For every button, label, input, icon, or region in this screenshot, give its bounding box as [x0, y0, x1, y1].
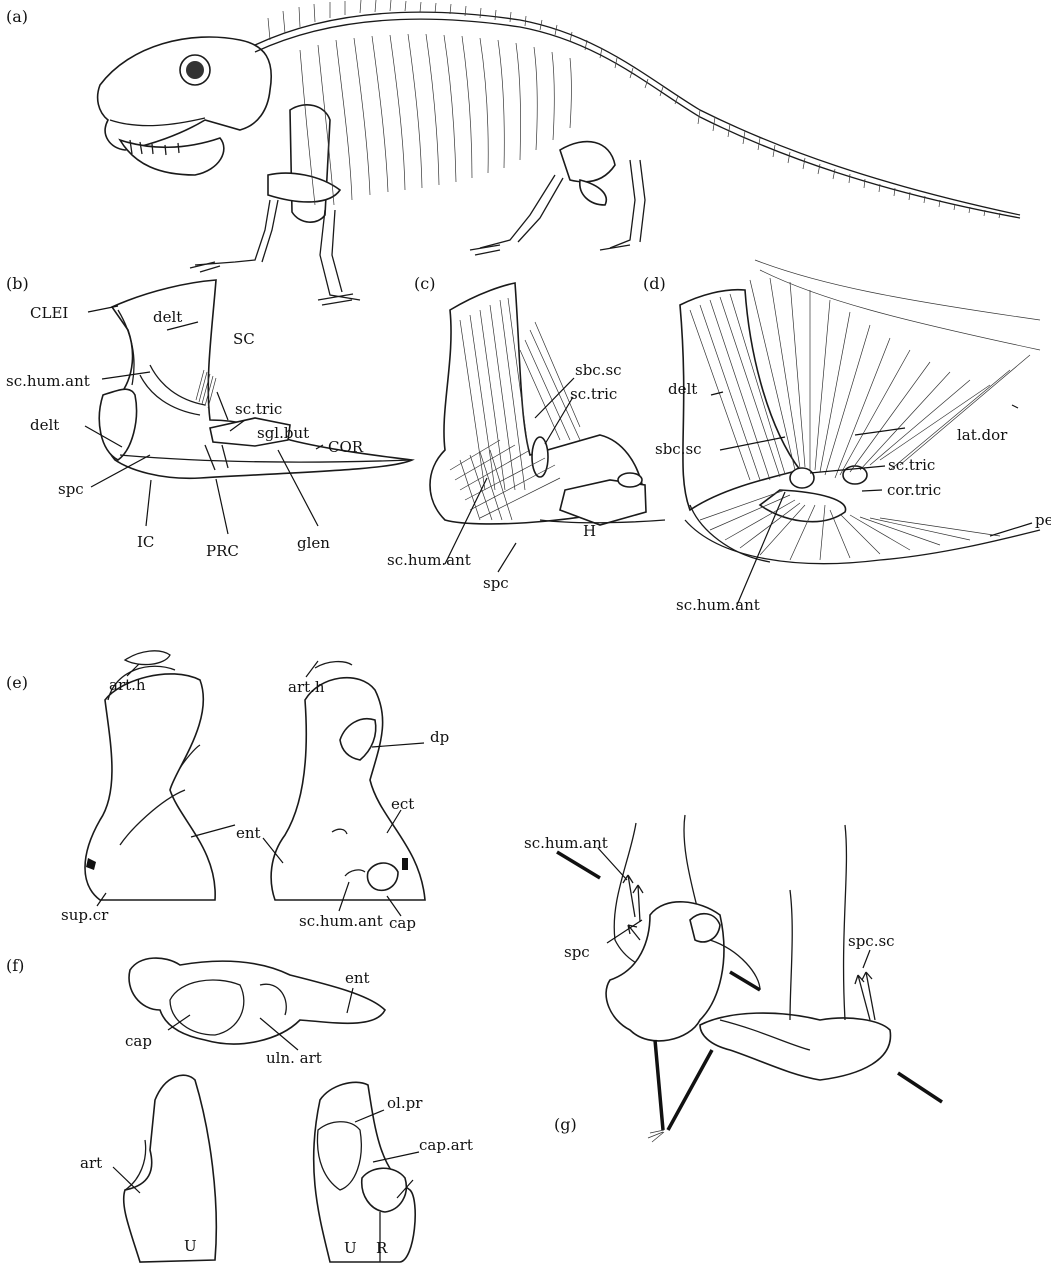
label-f-cap-art: cap.art: [419, 1136, 473, 1154]
label-f-uln-art: uln. art: [266, 1049, 322, 1067]
panel-g: (g) sc.hum.ant spc spc.sc: [524, 815, 942, 1142]
label-c-sbc-sc: sbc.sc: [575, 361, 622, 379]
label-d-sc-hum-ant: sc.hum.ant: [676, 596, 760, 614]
panel-a-letter: (a): [6, 7, 28, 26]
label-e-art-h-2: art.h: [288, 678, 325, 696]
limb-posture-drawing-g: [557, 815, 942, 1142]
label-b-sc-tric: sc.tric: [235, 400, 282, 418]
muscle-drawing-c: [430, 283, 665, 525]
panel-b: (b) CLEI delt SC: [6, 274, 412, 560]
panel-a: (a): [6, 0, 1020, 305]
label-f-ol-pr: ol.pr: [387, 1094, 423, 1112]
label-b-clei: CLEI: [30, 304, 68, 322]
panel-f: (f) ent cap uln. art ol.pr cap.art art U: [6, 956, 473, 1262]
label-f-u2: U: [344, 1239, 357, 1257]
panel-e: (e) art.h art.h dp ect: [6, 651, 449, 932]
label-c-sc-hum-ant: sc.hum.ant: [387, 551, 471, 569]
label-g-sc-hum-ant: sc.hum.ant: [524, 834, 608, 852]
panel-e-letter: (e): [6, 673, 28, 692]
label-e-art-h-1: art.h: [109, 676, 146, 694]
label-c-h: H: [583, 522, 596, 540]
muscle-drawing-d: [680, 260, 1040, 564]
label-g-spc: spc: [564, 943, 590, 961]
label-b-cor: COR: [328, 438, 364, 456]
panel-d-letter: (d): [643, 274, 666, 293]
label-e-dp: dp: [430, 728, 449, 746]
label-d-lat-dor: lat.dor: [957, 426, 1008, 444]
label-b-sgl-but: sgl.but: [257, 424, 309, 442]
label-g-spc-sc: spc.sc: [848, 932, 895, 950]
label-b-sc-hum-ant: sc.hum.ant: [6, 372, 90, 390]
label-d-cor-tric: cor.tric: [887, 481, 941, 499]
label-f-cap: cap: [125, 1032, 152, 1050]
label-b-glen: glen: [297, 534, 330, 552]
panel-f-letter: (f): [6, 956, 24, 975]
panel-b-letter: (b): [6, 274, 29, 293]
scapulocoracoid-drawing-b: [99, 280, 412, 478]
label-e-ect: ect: [391, 795, 414, 813]
skeleton-drawing: [98, 0, 1020, 305]
panel-c: (c) sbc.sc sc.tric H sc.hum.ant spc: [387, 274, 665, 592]
label-f-ent: ent: [345, 969, 370, 987]
label-b-delt-left: delt: [30, 416, 59, 434]
label-d-sc-tric: sc.tric: [888, 456, 935, 474]
panel-g-letter: (g): [554, 1115, 577, 1134]
label-f-art: art: [80, 1154, 102, 1172]
label-d-sbc-sc: sbc.sc: [655, 440, 702, 458]
label-e-cap: cap: [389, 914, 416, 932]
label-e-sc-hum-ant: sc.hum.ant: [299, 912, 383, 930]
label-c-sc-tric: sc.tric: [570, 385, 617, 403]
label-f-u1: U: [184, 1237, 197, 1255]
label-b-delt-top: delt: [153, 308, 182, 326]
label-b-ic: IC: [137, 533, 154, 551]
panel-c-letter: (c): [414, 274, 435, 293]
elbow-bones-drawing-f: [124, 958, 416, 1262]
label-b-prc: PRC: [206, 542, 239, 560]
label-b-sc: SC: [233, 330, 255, 348]
label-f-r: R: [376, 1239, 388, 1257]
label-b-spc: spc: [58, 480, 84, 498]
label-c-spc: spc: [483, 574, 509, 592]
panel-d: (d) delt lat.dor sbc: [643, 260, 1051, 614]
label-e-sup-cr: sup.cr: [61, 906, 109, 924]
label-e-ent: ent: [236, 824, 261, 842]
label-d-delt: delt: [668, 380, 697, 398]
